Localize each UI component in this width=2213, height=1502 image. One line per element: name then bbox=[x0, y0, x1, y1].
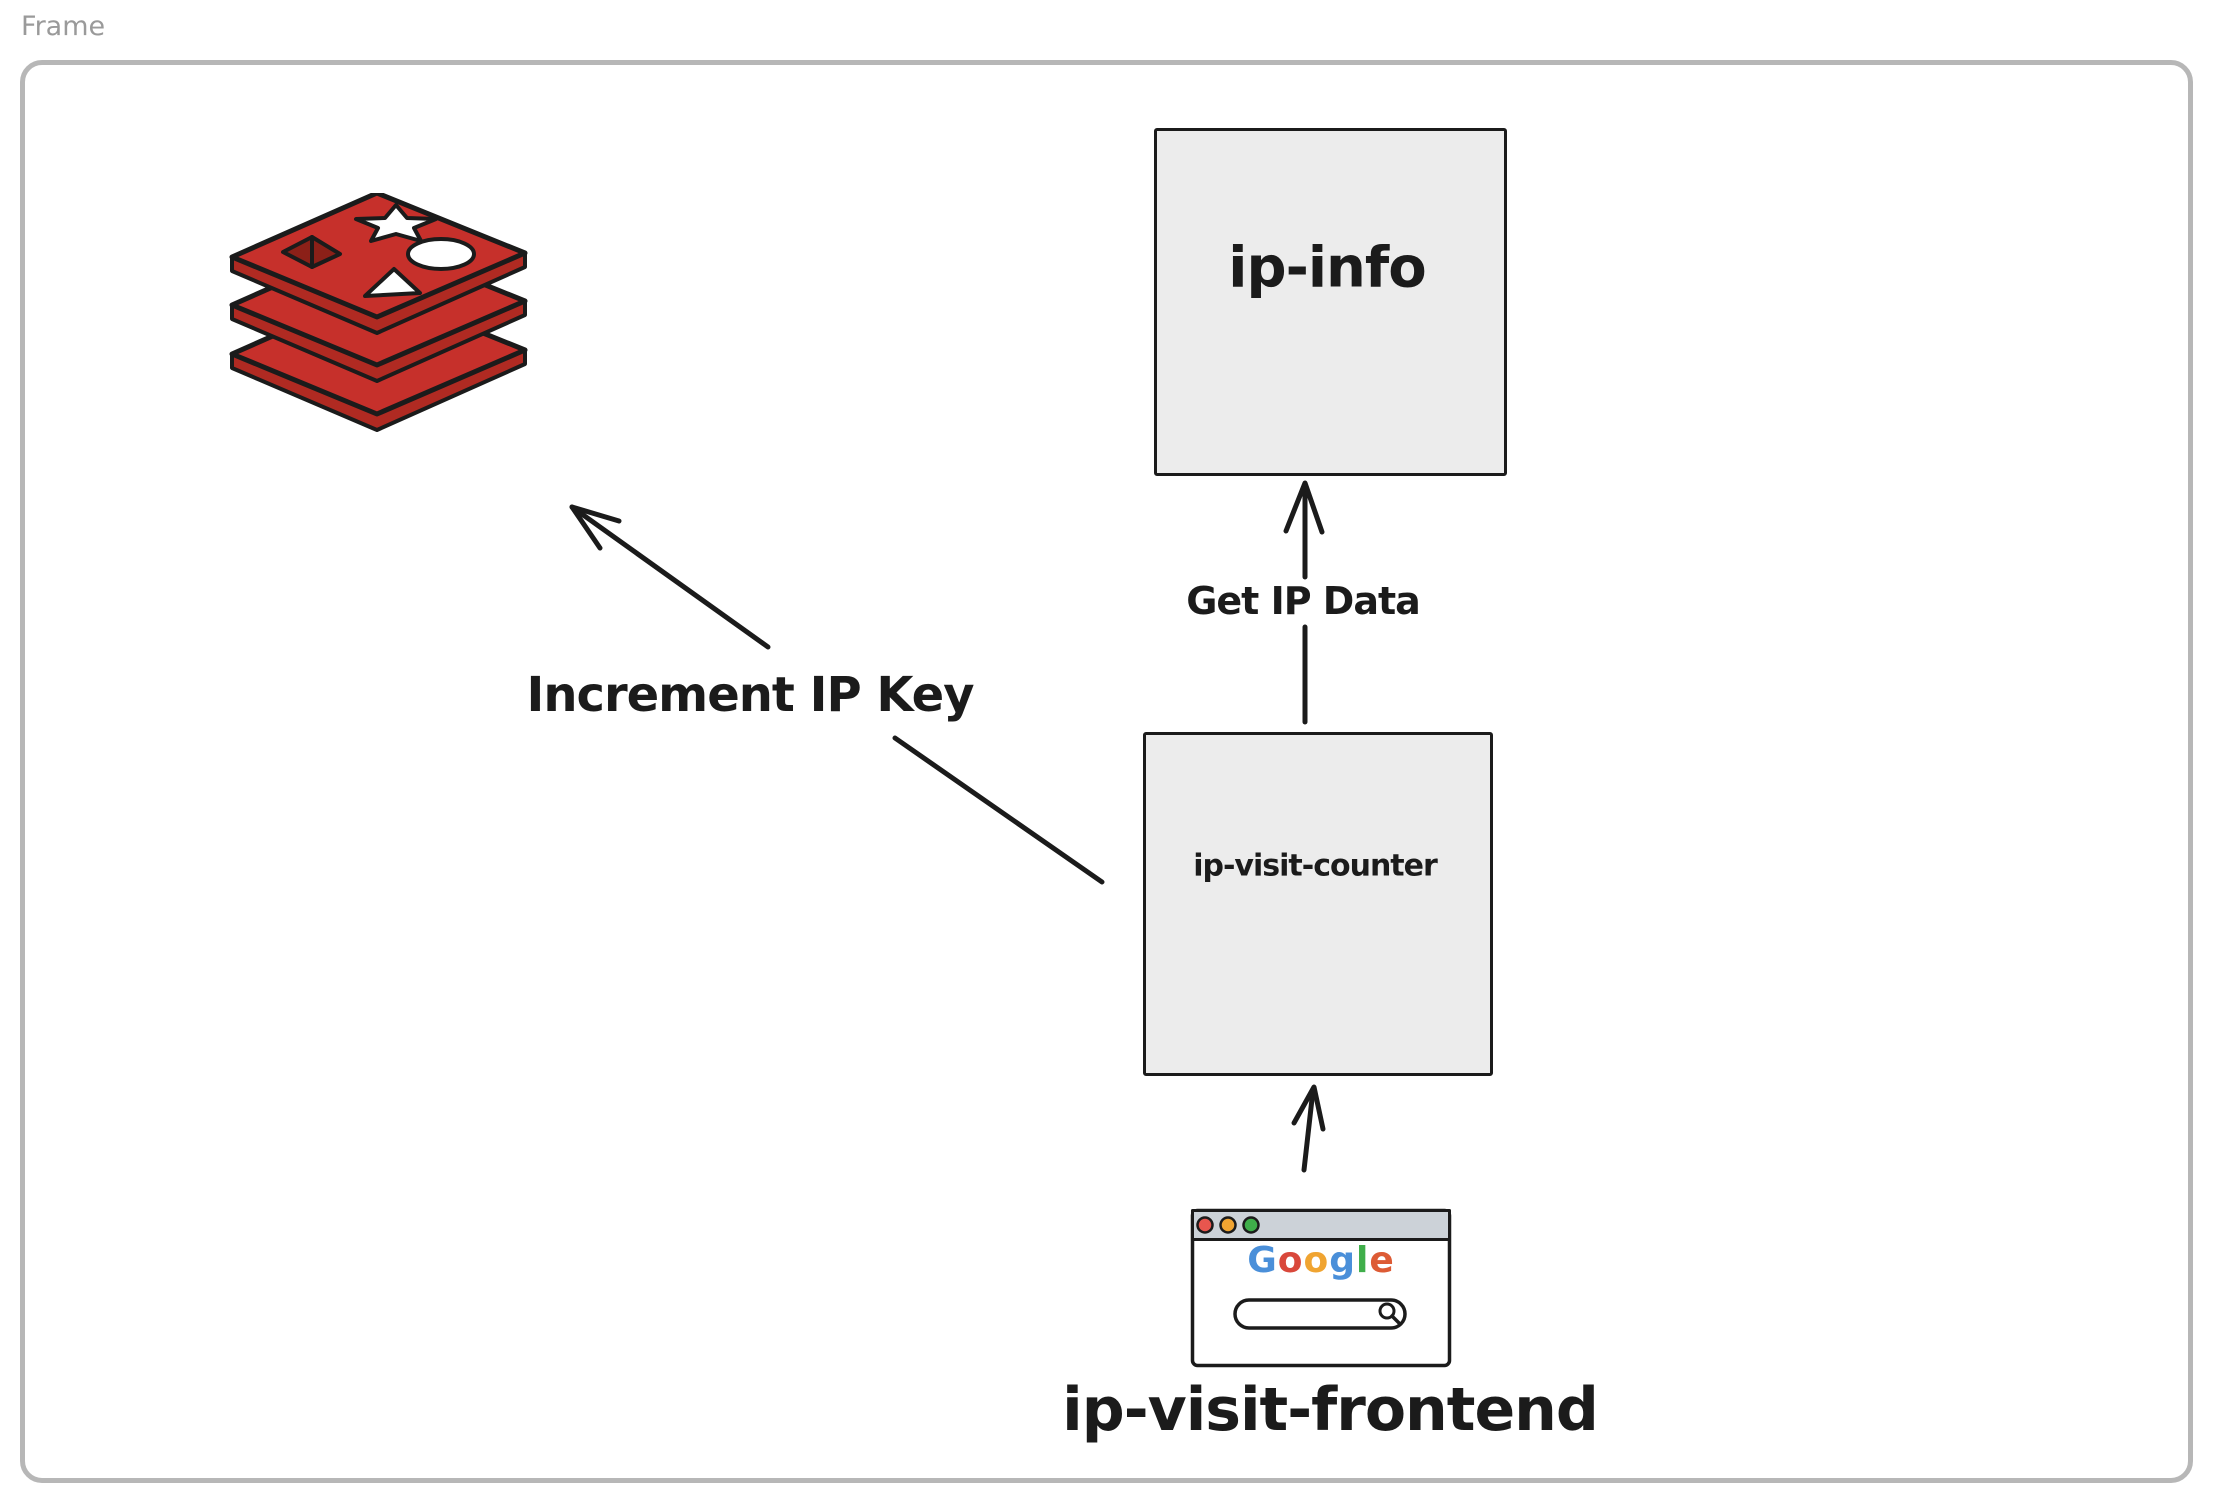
browser-window-icon[interactable] bbox=[1190, 1208, 1452, 1368]
redis-layer-face bbox=[229, 193, 528, 320]
redis-icon[interactable] bbox=[228, 193, 528, 433]
edge-label-get-ip-data[interactable]: Get IP Data bbox=[1186, 579, 1421, 623]
redis-circle-shape bbox=[406, 237, 476, 271]
google-letter: o bbox=[1303, 1240, 1330, 1281]
frame-label[interactable]: Frame bbox=[21, 11, 106, 42]
node-label-ip-visit-counter[interactable]: ip-visit-counter bbox=[1193, 848, 1438, 884]
google-letter: G bbox=[1247, 1240, 1278, 1281]
yellow-dot-icon bbox=[1219, 1216, 1237, 1234]
google-letter: l bbox=[1356, 1240, 1370, 1281]
node-label-ip-info[interactable]: ip-info bbox=[1228, 235, 1426, 301]
google-logo: Google bbox=[1190, 1243, 1452, 1279]
google-letter: g bbox=[1329, 1240, 1357, 1281]
red-dot-icon bbox=[1196, 1216, 1214, 1234]
green-dot-icon bbox=[1242, 1216, 1260, 1234]
google-letter: o bbox=[1277, 1240, 1304, 1281]
redis-star-shape bbox=[354, 203, 438, 243]
search-bar bbox=[1233, 1298, 1407, 1330]
edge-label-increment-ip-key[interactable]: Increment IP Key bbox=[526, 667, 974, 723]
search-icon bbox=[1378, 1302, 1401, 1325]
node-ip-info[interactable] bbox=[1154, 128, 1507, 476]
node-label-ip-visit-frontend[interactable]: ip-visit-frontend bbox=[1062, 1375, 1599, 1445]
redis-triangle-shape bbox=[363, 267, 422, 298]
google-letter: e bbox=[1369, 1240, 1395, 1281]
node-ip-visit-counter[interactable] bbox=[1143, 732, 1493, 1076]
